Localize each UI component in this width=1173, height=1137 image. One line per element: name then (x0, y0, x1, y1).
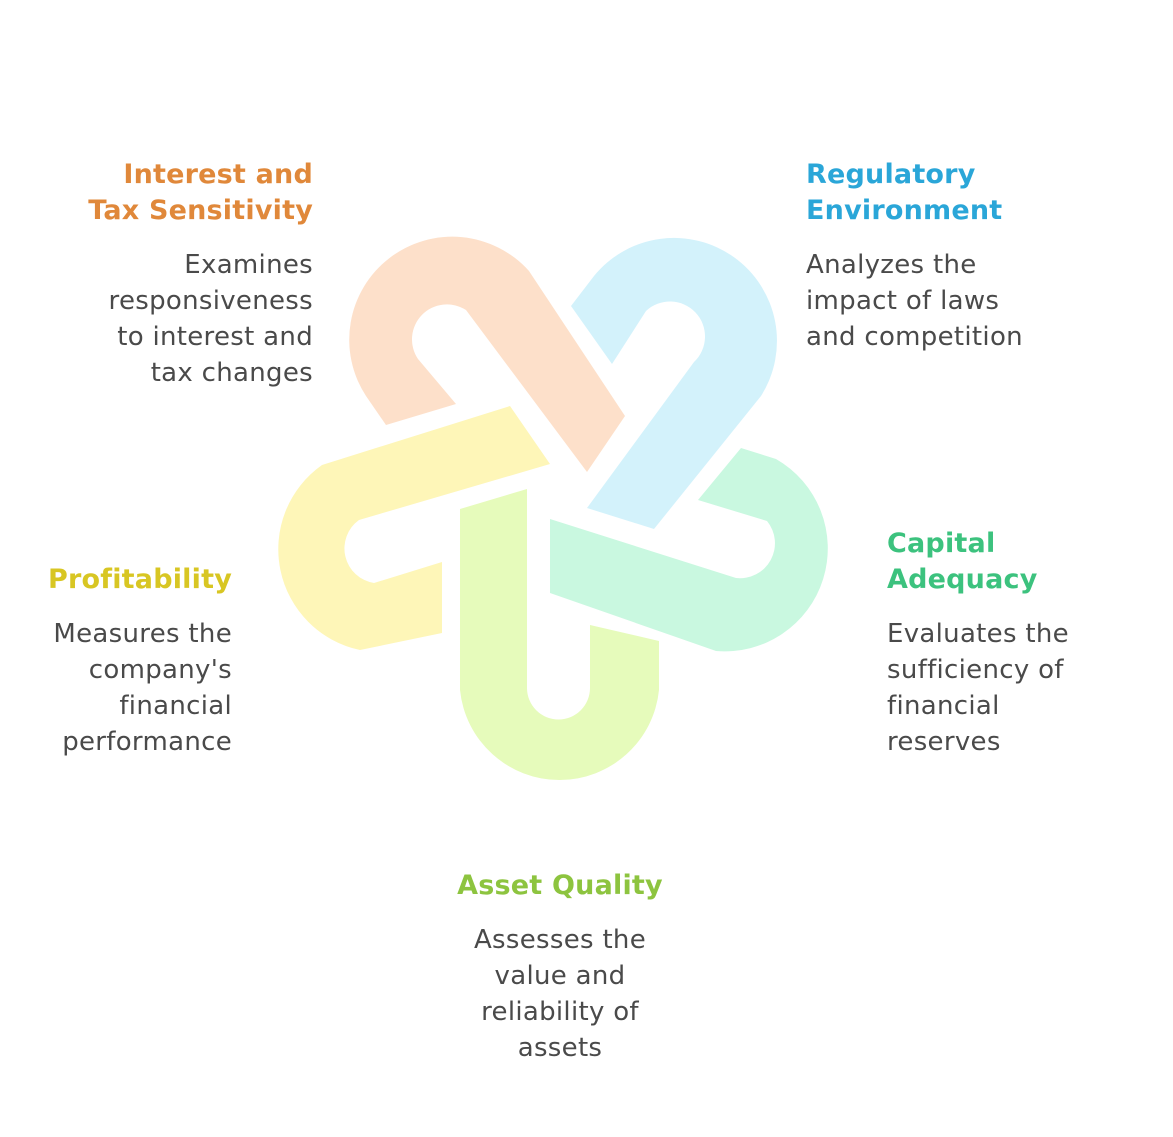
item-asset-quality: Asset Quality Assesses the value and rel… (405, 868, 715, 1066)
item-title: Regulatory Environment (806, 159, 1003, 226)
item-description: Measures the company's financial perform… (53, 619, 232, 757)
item-title: Interest and Tax Sensitivity (88, 159, 313, 226)
item-regulatory-environment: Regulatory Environment Analyzes the impa… (806, 157, 1136, 355)
item-title: Capital Adequacy (887, 528, 1038, 595)
loop-interest (349, 236, 625, 472)
item-capital-adequacy: Capital Adequacy Evaluates the sufficien… (887, 526, 1157, 760)
item-profitability: Profitability Measures the company's fin… (0, 562, 232, 760)
loop-profit (278, 406, 550, 650)
item-title: Profitability (48, 564, 232, 595)
item-description: Evaluates the sufficiency of financial r… (887, 619, 1069, 757)
loop-capital (550, 448, 828, 652)
loop-asset (460, 489, 659, 781)
item-description: Examines responsiveness to interest and … (108, 250, 313, 388)
item-description: Analyzes the impact of laws and competit… (806, 250, 1023, 352)
item-description: Assesses the value and reliability of as… (473, 925, 647, 1063)
loop-regulatory (571, 237, 777, 529)
item-interest-tax-sensitivity: Interest and Tax Sensitivity Examines re… (0, 157, 313, 391)
item-title: Asset Quality (457, 870, 663, 901)
